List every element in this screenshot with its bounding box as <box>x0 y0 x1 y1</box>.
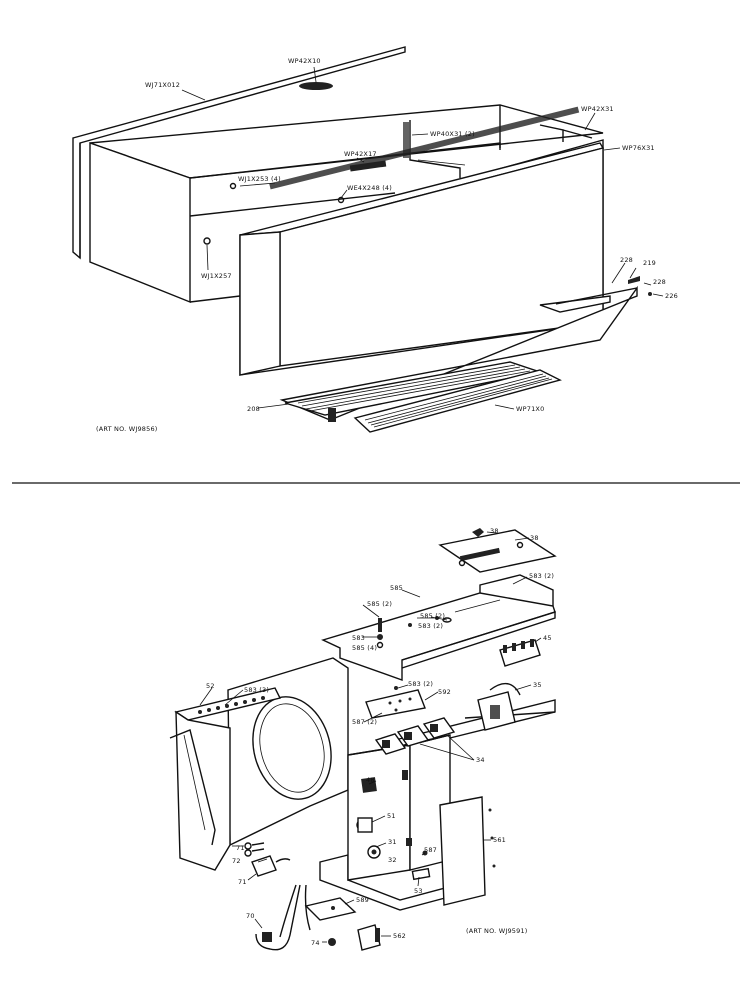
label-we4x248: WE4X248 (4) <box>347 184 392 192</box>
control-box <box>347 744 411 881</box>
label-wp42x31: WP42X31 <box>581 105 614 113</box>
access-cover <box>439 796 486 906</box>
capacitor <box>251 855 277 877</box>
label-b30: 74 <box>311 939 320 947</box>
label-b11: 52 <box>206 682 215 690</box>
label-b25: 71 <box>236 844 245 852</box>
label-b8: 583 (2) <box>418 622 443 630</box>
art-number-top: (ART NO. WJ9856) <box>96 425 158 433</box>
label-208: 208 <box>247 405 260 413</box>
label-228-b: 228 <box>653 278 666 286</box>
label-b7: 45 <box>543 634 552 642</box>
label-b20: 31 <box>388 838 397 846</box>
label-wp42x17: WP42X17 <box>344 150 377 158</box>
label-b2: 38 <box>530 534 539 542</box>
bracket-562 <box>357 924 381 951</box>
label-b3: 585 (2) <box>367 600 392 608</box>
relay-group <box>374 717 456 755</box>
label-b12: 583 (3) <box>244 686 269 694</box>
label-b27: 71 <box>238 878 247 886</box>
label-b28: 70 <box>246 912 255 920</box>
label-b26: 72 <box>232 857 241 865</box>
cabinet-handle <box>299 82 333 90</box>
left-panel <box>175 710 231 871</box>
label-b24: 53 <box>414 887 423 895</box>
top-assembly: WJ71X012 WP42X10 WP42X31 WP40X31 (2) WP7… <box>72 46 678 433</box>
label-wp42x10: WP42X10 <box>288 57 321 65</box>
label-b22: 561 <box>493 836 506 844</box>
label-b31: 562 <box>393 932 406 940</box>
label-b18: 48 <box>366 776 375 784</box>
label-b17: 34 <box>476 756 485 764</box>
power-cord <box>255 884 311 951</box>
label-b1: 38 <box>490 527 499 535</box>
label-wj1x257: WJ1X257 <box>201 272 232 280</box>
label-wj1x253: WJ1X253 (4) <box>238 175 281 183</box>
label-b15: 35 <box>533 681 542 689</box>
label-wp76x31: WP76X31 <box>622 144 655 152</box>
label-226: 226 <box>665 292 678 300</box>
label-b10: 585 (4) <box>352 644 377 652</box>
label-b19: 51 <box>387 812 396 820</box>
label-228-a: 228 <box>620 256 633 264</box>
label-b16: 587 (2) <box>352 718 377 726</box>
label-b9: 583 <box>352 634 365 642</box>
label-219: 219 <box>643 259 656 267</box>
bracket-589 <box>304 897 357 921</box>
label-wp71x0: WP71X0 <box>516 405 544 413</box>
label-b13: 592 <box>438 688 451 696</box>
label-b5: 585 <box>390 584 403 592</box>
switch-plate <box>365 689 426 719</box>
art-number-bottom: (ART NO. WJ9591) <box>466 927 528 935</box>
label-wj71x012: WJ71X012 <box>145 81 180 89</box>
label-b29: 589 <box>356 896 369 904</box>
label-b14: 583 (2) <box>408 680 433 688</box>
label-b6: 585 (2) <box>420 612 445 620</box>
label-wp40x31: WP40X31 (2) <box>430 130 475 138</box>
bottom-assembly: 38 38 585 (2) 583 (2) 585 585 (2) 45 583… <box>169 527 557 951</box>
label-b21: 32 <box>388 856 397 864</box>
label-b4: 583 (2) <box>529 572 554 580</box>
label-b23: 587 <box>424 846 437 854</box>
